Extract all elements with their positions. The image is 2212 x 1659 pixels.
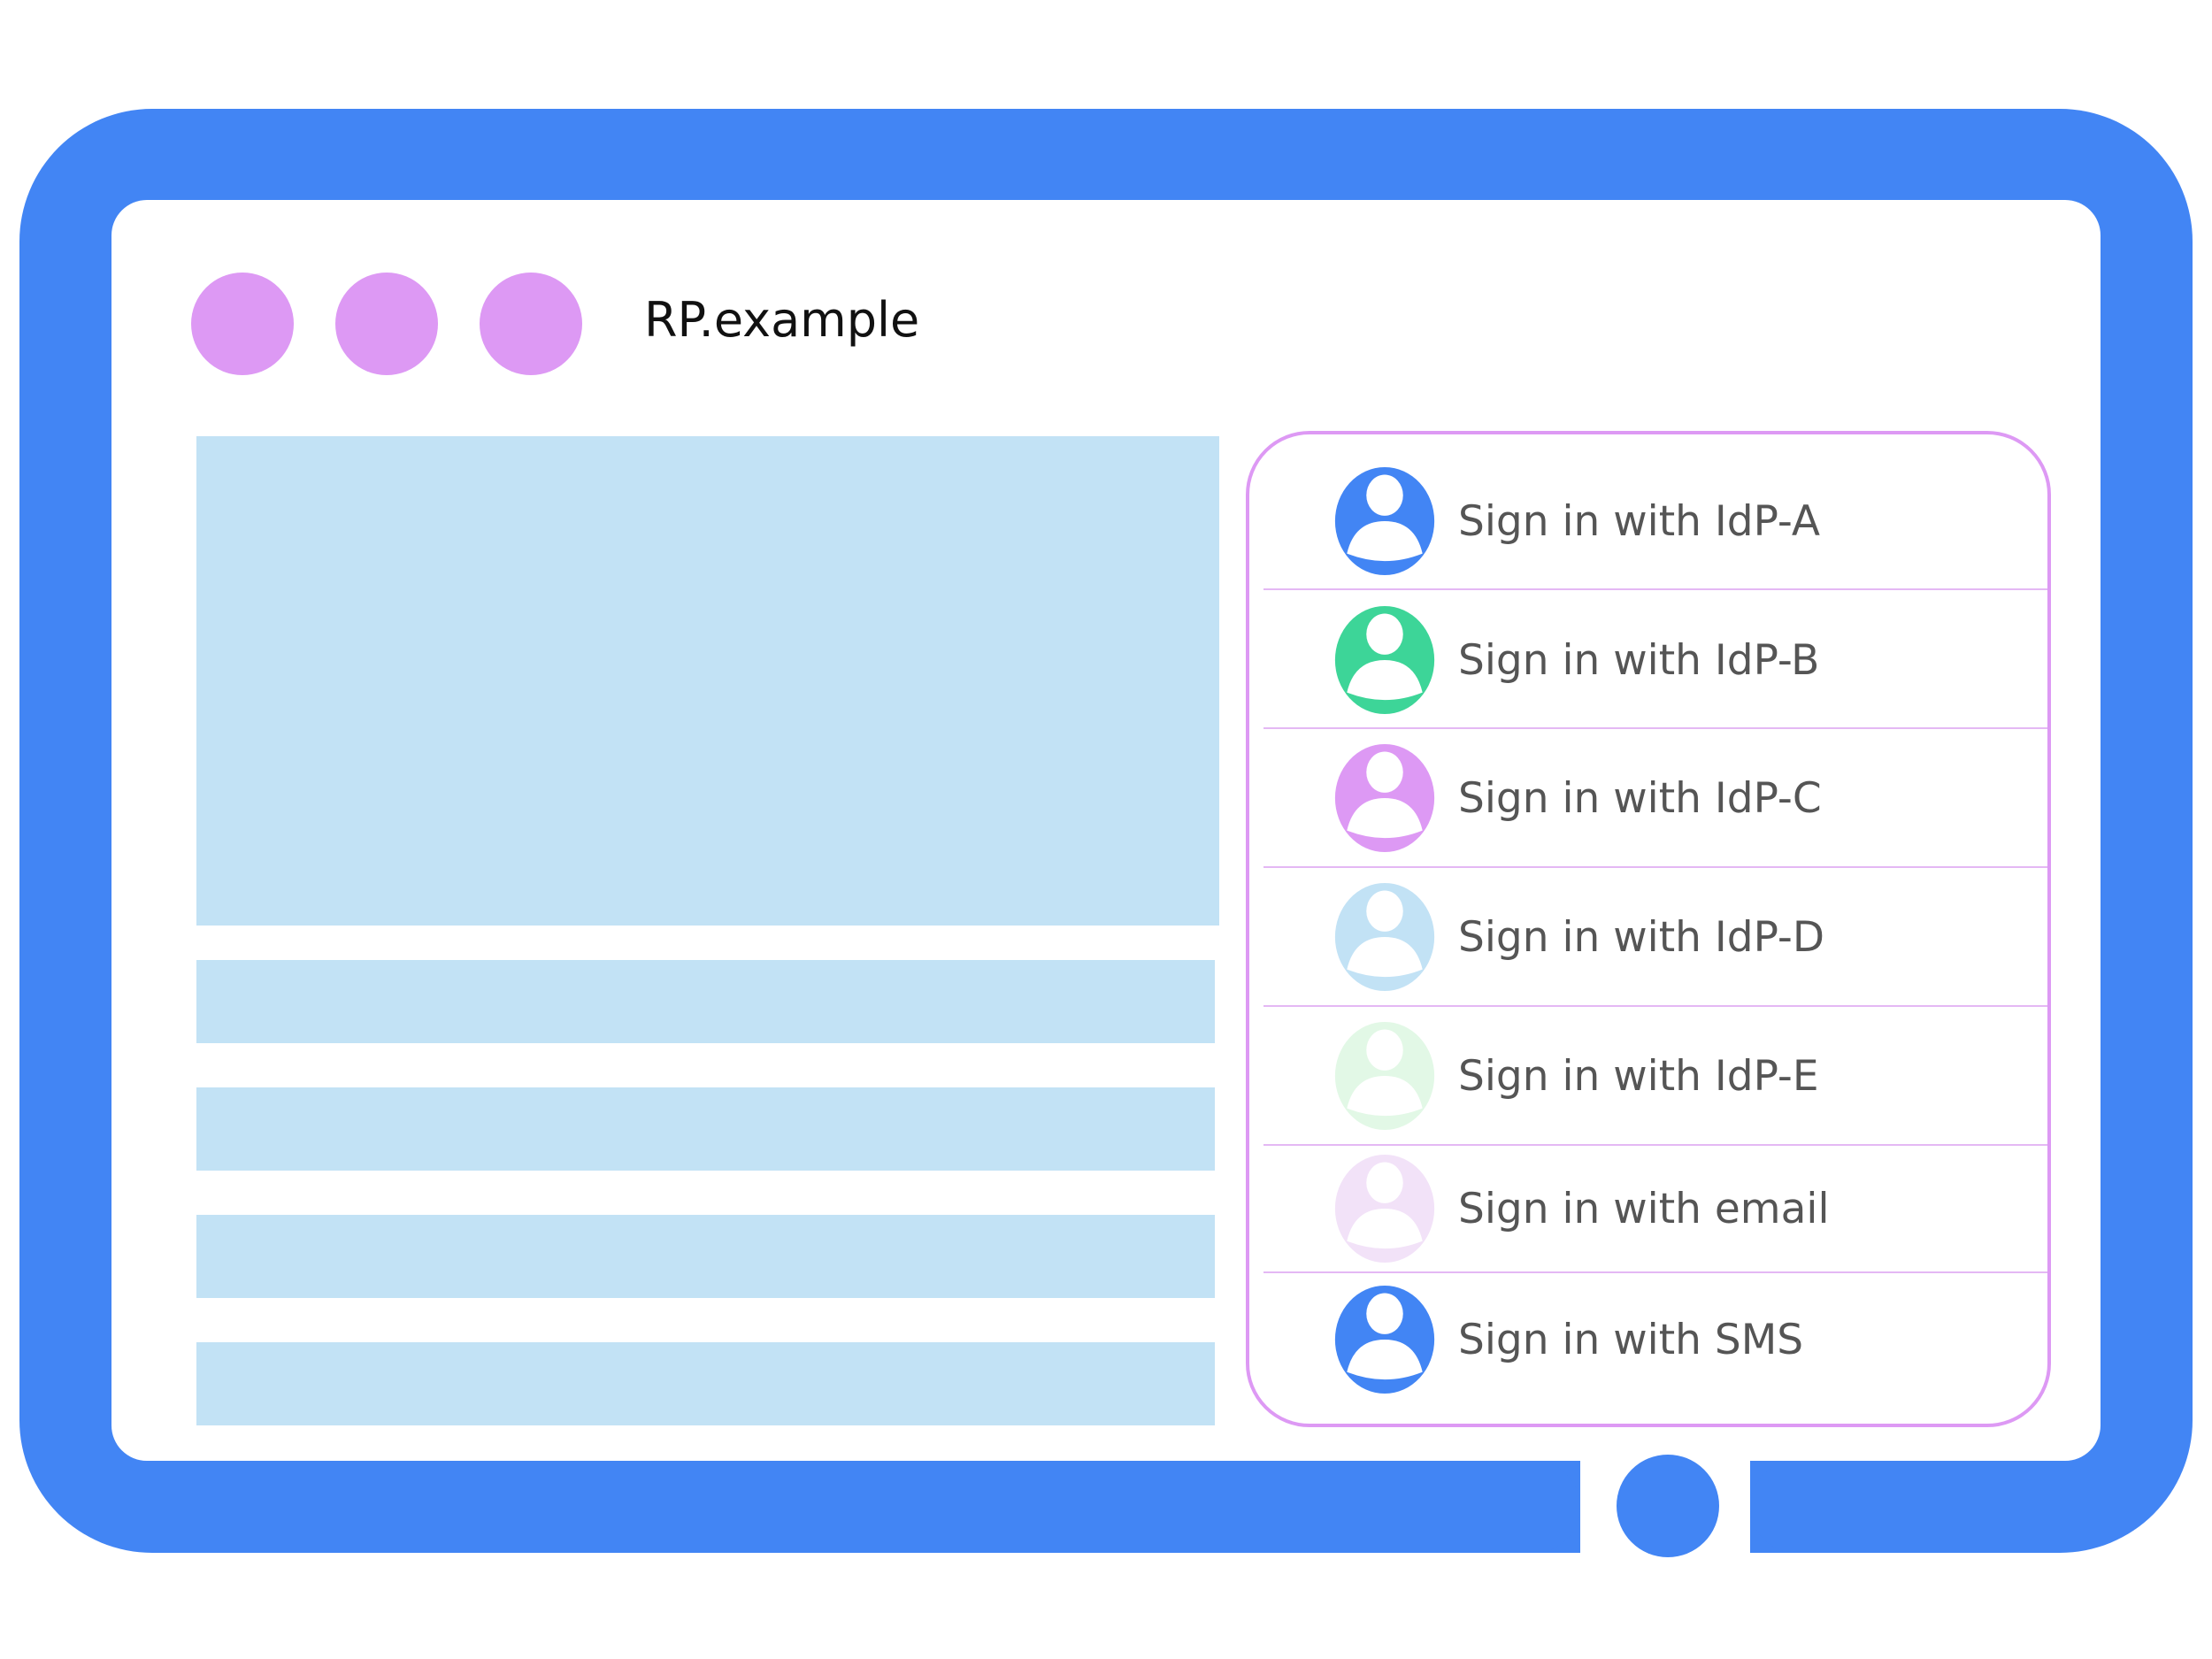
user-avatar-icon bbox=[1334, 1155, 1435, 1263]
content-hero-placeholder bbox=[196, 436, 1219, 926]
sign-in-option-label: Sign in with IdP-B bbox=[1458, 635, 1820, 685]
sign-in-option[interactable]: Sign in with IdP-A bbox=[1263, 467, 2047, 575]
sign-in-option-label: Sign in with IdP-E bbox=[1458, 1051, 1819, 1101]
row-divider bbox=[1263, 866, 2047, 868]
sign-in-option[interactable]: Sign in with IdP-E bbox=[1263, 1022, 2047, 1130]
content-line-placeholder bbox=[196, 960, 1215, 1043]
row-divider bbox=[1263, 1005, 2047, 1007]
row-divider bbox=[1263, 1144, 2047, 1146]
sign-in-option[interactable]: Sign in with IdP-C bbox=[1263, 744, 2047, 852]
user-avatar-icon bbox=[1334, 1286, 1435, 1394]
sign-in-option[interactable]: Sign in with SMS bbox=[1263, 1286, 2047, 1394]
user-avatar-icon bbox=[1334, 883, 1435, 991]
sign-in-option-label: Sign in with IdP-C bbox=[1458, 773, 1822, 823]
home-button[interactable] bbox=[1617, 1455, 1719, 1557]
sign-in-option-label: Sign in with IdP-A bbox=[1458, 496, 1820, 546]
frame-bottom-left bbox=[1504, 1461, 1580, 1553]
sign-in-option[interactable]: Sign in with IdP-B bbox=[1263, 606, 2047, 714]
window-dot-2 bbox=[335, 273, 438, 375]
user-avatar-icon bbox=[1334, 744, 1435, 852]
row-divider bbox=[1263, 588, 2047, 590]
content-line-placeholder bbox=[196, 1342, 1215, 1425]
row-divider bbox=[1263, 1271, 2047, 1273]
content-line-placeholder bbox=[196, 1087, 1215, 1171]
user-avatar-icon bbox=[1334, 606, 1435, 714]
sign-in-option[interactable]: Sign in with email bbox=[1263, 1155, 2047, 1263]
row-divider bbox=[1263, 727, 2047, 729]
sign-in-option-label: Sign in with IdP-D bbox=[1458, 912, 1825, 962]
sign-in-option-label: Sign in with SMS bbox=[1458, 1315, 1804, 1364]
user-avatar-icon bbox=[1334, 1022, 1435, 1130]
account-chooser-panel: Sign in with IdP-A Sign in with IdP-B Si… bbox=[1246, 431, 2051, 1427]
window-dot-3 bbox=[480, 273, 582, 375]
frame-bottom-right bbox=[1750, 1461, 1856, 1553]
user-avatar-icon bbox=[1334, 467, 1435, 575]
site-title: RP.example bbox=[644, 292, 920, 348]
sign-in-option[interactable]: Sign in with IdP-D bbox=[1263, 883, 2047, 991]
sign-in-option-label: Sign in with email bbox=[1458, 1184, 1830, 1233]
content-line-placeholder bbox=[196, 1215, 1215, 1298]
window-dot-1 bbox=[191, 273, 294, 375]
